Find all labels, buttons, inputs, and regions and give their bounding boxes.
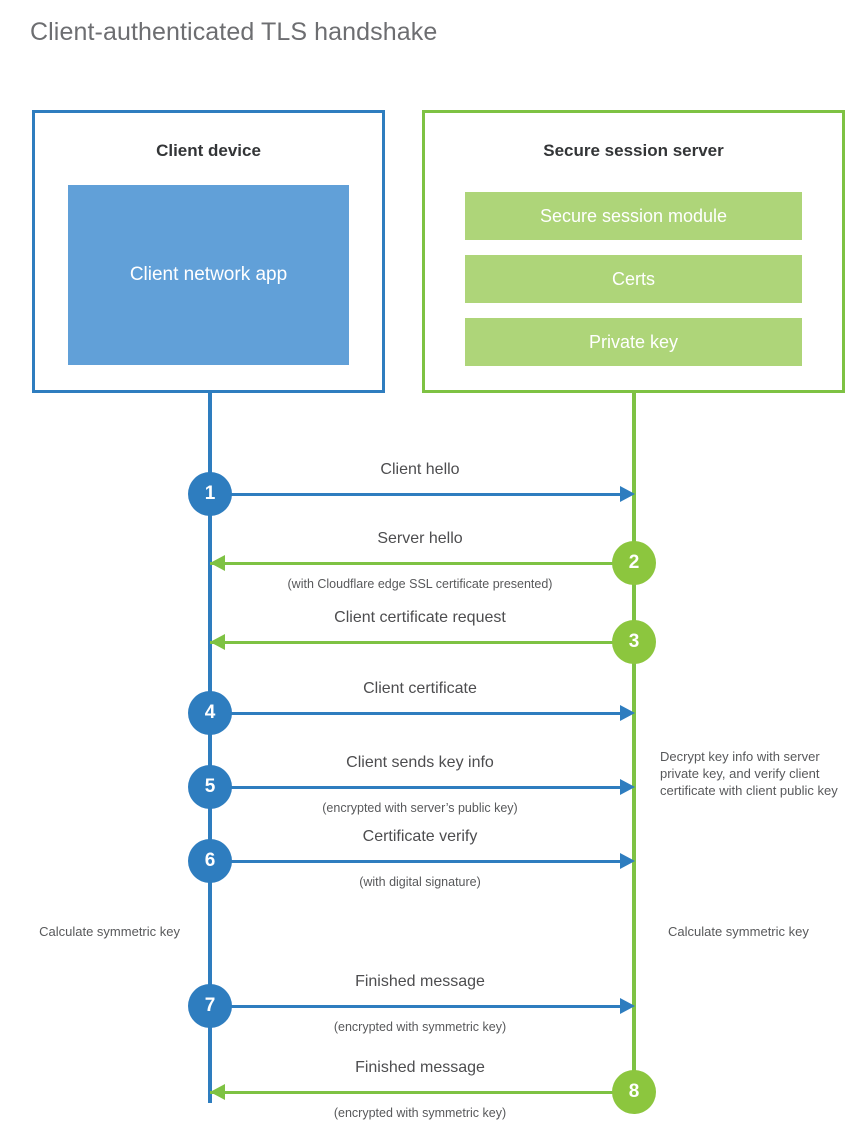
- step-sublabel-5: (encrypted with server’s public key): [322, 801, 518, 815]
- step-badge-5: 5: [188, 765, 232, 809]
- arrow-head-left-icon: [210, 1084, 225, 1100]
- server-component-label: Certs: [611, 268, 655, 289]
- client-device-box: Client device Client network app: [32, 110, 385, 393]
- step-arrow-line: [210, 860, 628, 863]
- step-badge-1: 1: [188, 472, 232, 516]
- step-label-2: Server hello: [377, 530, 463, 547]
- client-network-app-block: Client network app: [68, 185, 349, 365]
- client-network-app-label: Client network app: [129, 264, 288, 285]
- step-sublabel-2: (with Cloudflare edge SSL certificate pr…: [287, 577, 553, 591]
- secure-session-server-box: Secure session server Secure session mod…: [422, 110, 845, 393]
- server-component-private-key: Private key: [465, 318, 802, 366]
- step-arrow-line: [210, 786, 628, 789]
- step-sublabel-7: (encrypted with symmetric key): [333, 1020, 507, 1034]
- step-sublabel-8: (encrypted with symmetric key): [333, 1106, 507, 1120]
- client-device-title: Client device: [156, 141, 261, 160]
- note-server-calculate-symmetric-key: Calculate symmetric key: [668, 924, 809, 939]
- page-title: Client-authenticated TLS handshake: [30, 18, 438, 46]
- step-badge-8: 8: [612, 1070, 656, 1114]
- step-label-4: Client certificate: [363, 680, 477, 697]
- step-label-5: Client sends key info: [346, 754, 494, 771]
- step-sublabel-6: (with digital signature): [359, 875, 481, 889]
- arrow-head-right-icon: [620, 779, 635, 795]
- step-arrow-line: [210, 1005, 628, 1008]
- arrow-head-left-icon: [210, 634, 225, 650]
- step-label-3: Client certificate request: [334, 609, 506, 626]
- arrow-head-left-icon: [210, 555, 225, 571]
- step-badge-7: 7: [188, 984, 232, 1028]
- step-label-6: Certificate verify: [362, 828, 478, 845]
- step-arrow-line: [210, 712, 628, 715]
- client-lifeline: [208, 391, 212, 1103]
- secure-session-server-title: Secure session server: [543, 141, 724, 160]
- arrow-head-right-icon: [620, 705, 635, 721]
- server-component-label: Private key: [588, 331, 679, 352]
- server-component-secure-session-module: Secure session module: [465, 192, 802, 240]
- step-badge-6: 6: [188, 839, 232, 883]
- step-label-8: Finished message: [355, 1059, 485, 1076]
- step-arrow-line: [210, 641, 628, 644]
- arrow-head-right-icon: [620, 998, 635, 1014]
- step-badge-3: 3: [612, 620, 656, 664]
- arrow-head-right-icon: [620, 486, 635, 502]
- server-component-certs: Certs: [465, 255, 802, 303]
- note-client-calculate-symmetric-key: Calculate symmetric key: [39, 924, 180, 939]
- arrow-head-right-icon: [620, 853, 635, 869]
- step-label-1: Client hello: [380, 461, 460, 478]
- step-badge-2: 2: [612, 541, 656, 585]
- step-arrow-line: [210, 1091, 628, 1094]
- step-badge-4: 4: [188, 691, 232, 735]
- note-server-decrypt: Decrypt key info with server private key…: [660, 749, 838, 798]
- step-label-7: Finished message: [355, 973, 485, 990]
- server-component-label: Secure session module: [539, 205, 728, 226]
- server-lifeline: [632, 391, 636, 1093]
- step-arrow-line: [210, 493, 628, 496]
- step-arrow-line: [210, 562, 628, 565]
